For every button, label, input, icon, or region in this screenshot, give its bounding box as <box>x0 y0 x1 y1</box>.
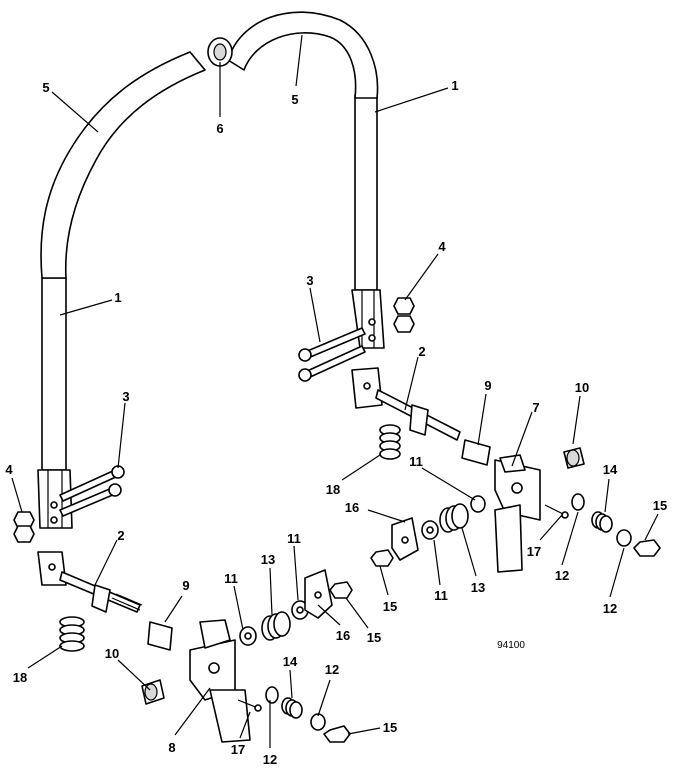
callout-4-left: 4 <box>5 462 13 477</box>
callout-6: 6 <box>216 121 223 136</box>
callout-13-left: 13 <box>261 552 275 567</box>
callout-7: 7 <box>532 400 539 415</box>
left-pivot-bracket <box>189 619 251 743</box>
right-small-bolt <box>544 504 569 519</box>
right-nut-lower <box>633 539 661 557</box>
callout-8: 8 <box>168 740 175 755</box>
callout-10-right: 10 <box>575 380 589 395</box>
left-washer-d <box>310 713 326 731</box>
left-spring-mid <box>261 611 291 641</box>
callout-11-left-b: 11 <box>287 531 301 546</box>
right-plate <box>391 517 419 561</box>
callout-2-left: 2 <box>117 528 124 543</box>
callout-14-left: 14 <box>283 654 298 669</box>
right-washer-c <box>571 493 585 511</box>
right-clevis-bracket <box>351 289 385 349</box>
right-nut-mid <box>370 549 394 567</box>
tube-connector <box>207 37 233 67</box>
left-washer-c <box>265 686 279 704</box>
callout-12-right-a: 12 <box>555 568 569 583</box>
right-pivot-block <box>351 367 461 441</box>
callout-3-left: 3 <box>122 389 129 404</box>
callout-2-right: 2 <box>418 344 425 359</box>
leader-lines <box>11 34 659 748</box>
callout-17-left: 17 <box>231 742 245 757</box>
roll-bar-tube-right <box>227 11 379 291</box>
callout-11-right-a: 11 <box>409 454 423 469</box>
callout-12-left-a: 12 <box>263 752 277 767</box>
right-spacer <box>461 439 491 466</box>
left-nuts <box>13 511 35 543</box>
left-washer-a <box>239 626 257 646</box>
callout-14-right: 14 <box>603 462 618 477</box>
callout-5-left: 5 <box>42 80 49 95</box>
callout-3-right: 3 <box>306 273 313 288</box>
roll-bar-tube-left <box>40 51 206 471</box>
left-nut-lower <box>323 725 351 743</box>
left-small-bolt <box>237 699 262 712</box>
callout-9-right: 9 <box>484 378 491 393</box>
left-spacer <box>147 621 173 651</box>
callout-labels: 1 1 2 2 3 3 4 4 5 5 6 7 8 9 9 10 10 11 1… <box>5 78 667 767</box>
right-spring-mid <box>439 503 469 533</box>
callout-11-right-b: 11 <box>434 588 448 603</box>
callout-15-right-b: 15 <box>653 498 667 513</box>
left-bolts <box>59 465 125 517</box>
callout-18-left: 18 <box>13 670 27 685</box>
callout-10-left: 10 <box>105 646 119 661</box>
right-washer-b <box>421 520 439 540</box>
left-washer-b <box>291 600 309 620</box>
callout-5-right: 5 <box>291 92 298 107</box>
right-nuts <box>393 297 415 333</box>
callout-9-left: 9 <box>182 578 189 593</box>
left-bushing <box>141 679 165 705</box>
callout-15-right-a: 15 <box>383 599 397 614</box>
callout-4-right: 4 <box>438 239 446 254</box>
callout-18-right: 18 <box>326 482 340 497</box>
callout-15-left-b: 15 <box>383 720 397 735</box>
right-bushing <box>563 447 585 469</box>
left-nut-mid <box>329 581 353 599</box>
left-spring-lower <box>59 616 85 652</box>
callout-13-right: 13 <box>471 580 485 595</box>
callout-1-left: 1 <box>114 290 121 305</box>
left-pivot-block <box>37 551 143 613</box>
callout-1-right: 1 <box>451 78 458 93</box>
callout-16-left: 16 <box>336 628 350 643</box>
left-spring-small <box>281 697 303 719</box>
right-bolts <box>298 327 366 382</box>
callout-15-left-a: 15 <box>367 630 381 645</box>
callout-17-right: 17 <box>527 544 541 559</box>
right-spring-small <box>591 511 613 533</box>
right-pivot-bracket <box>494 454 541 573</box>
left-plate <box>304 569 333 619</box>
right-washer-d <box>616 529 632 547</box>
figure-code: 94100 <box>497 640 525 651</box>
callout-16-right: 16 <box>345 500 359 515</box>
callout-11-left-a: 11 <box>224 571 238 586</box>
callout-12-left-b: 12 <box>325 662 339 677</box>
callout-12-right-b: 12 <box>603 601 617 616</box>
right-spring-upper <box>379 424 401 460</box>
